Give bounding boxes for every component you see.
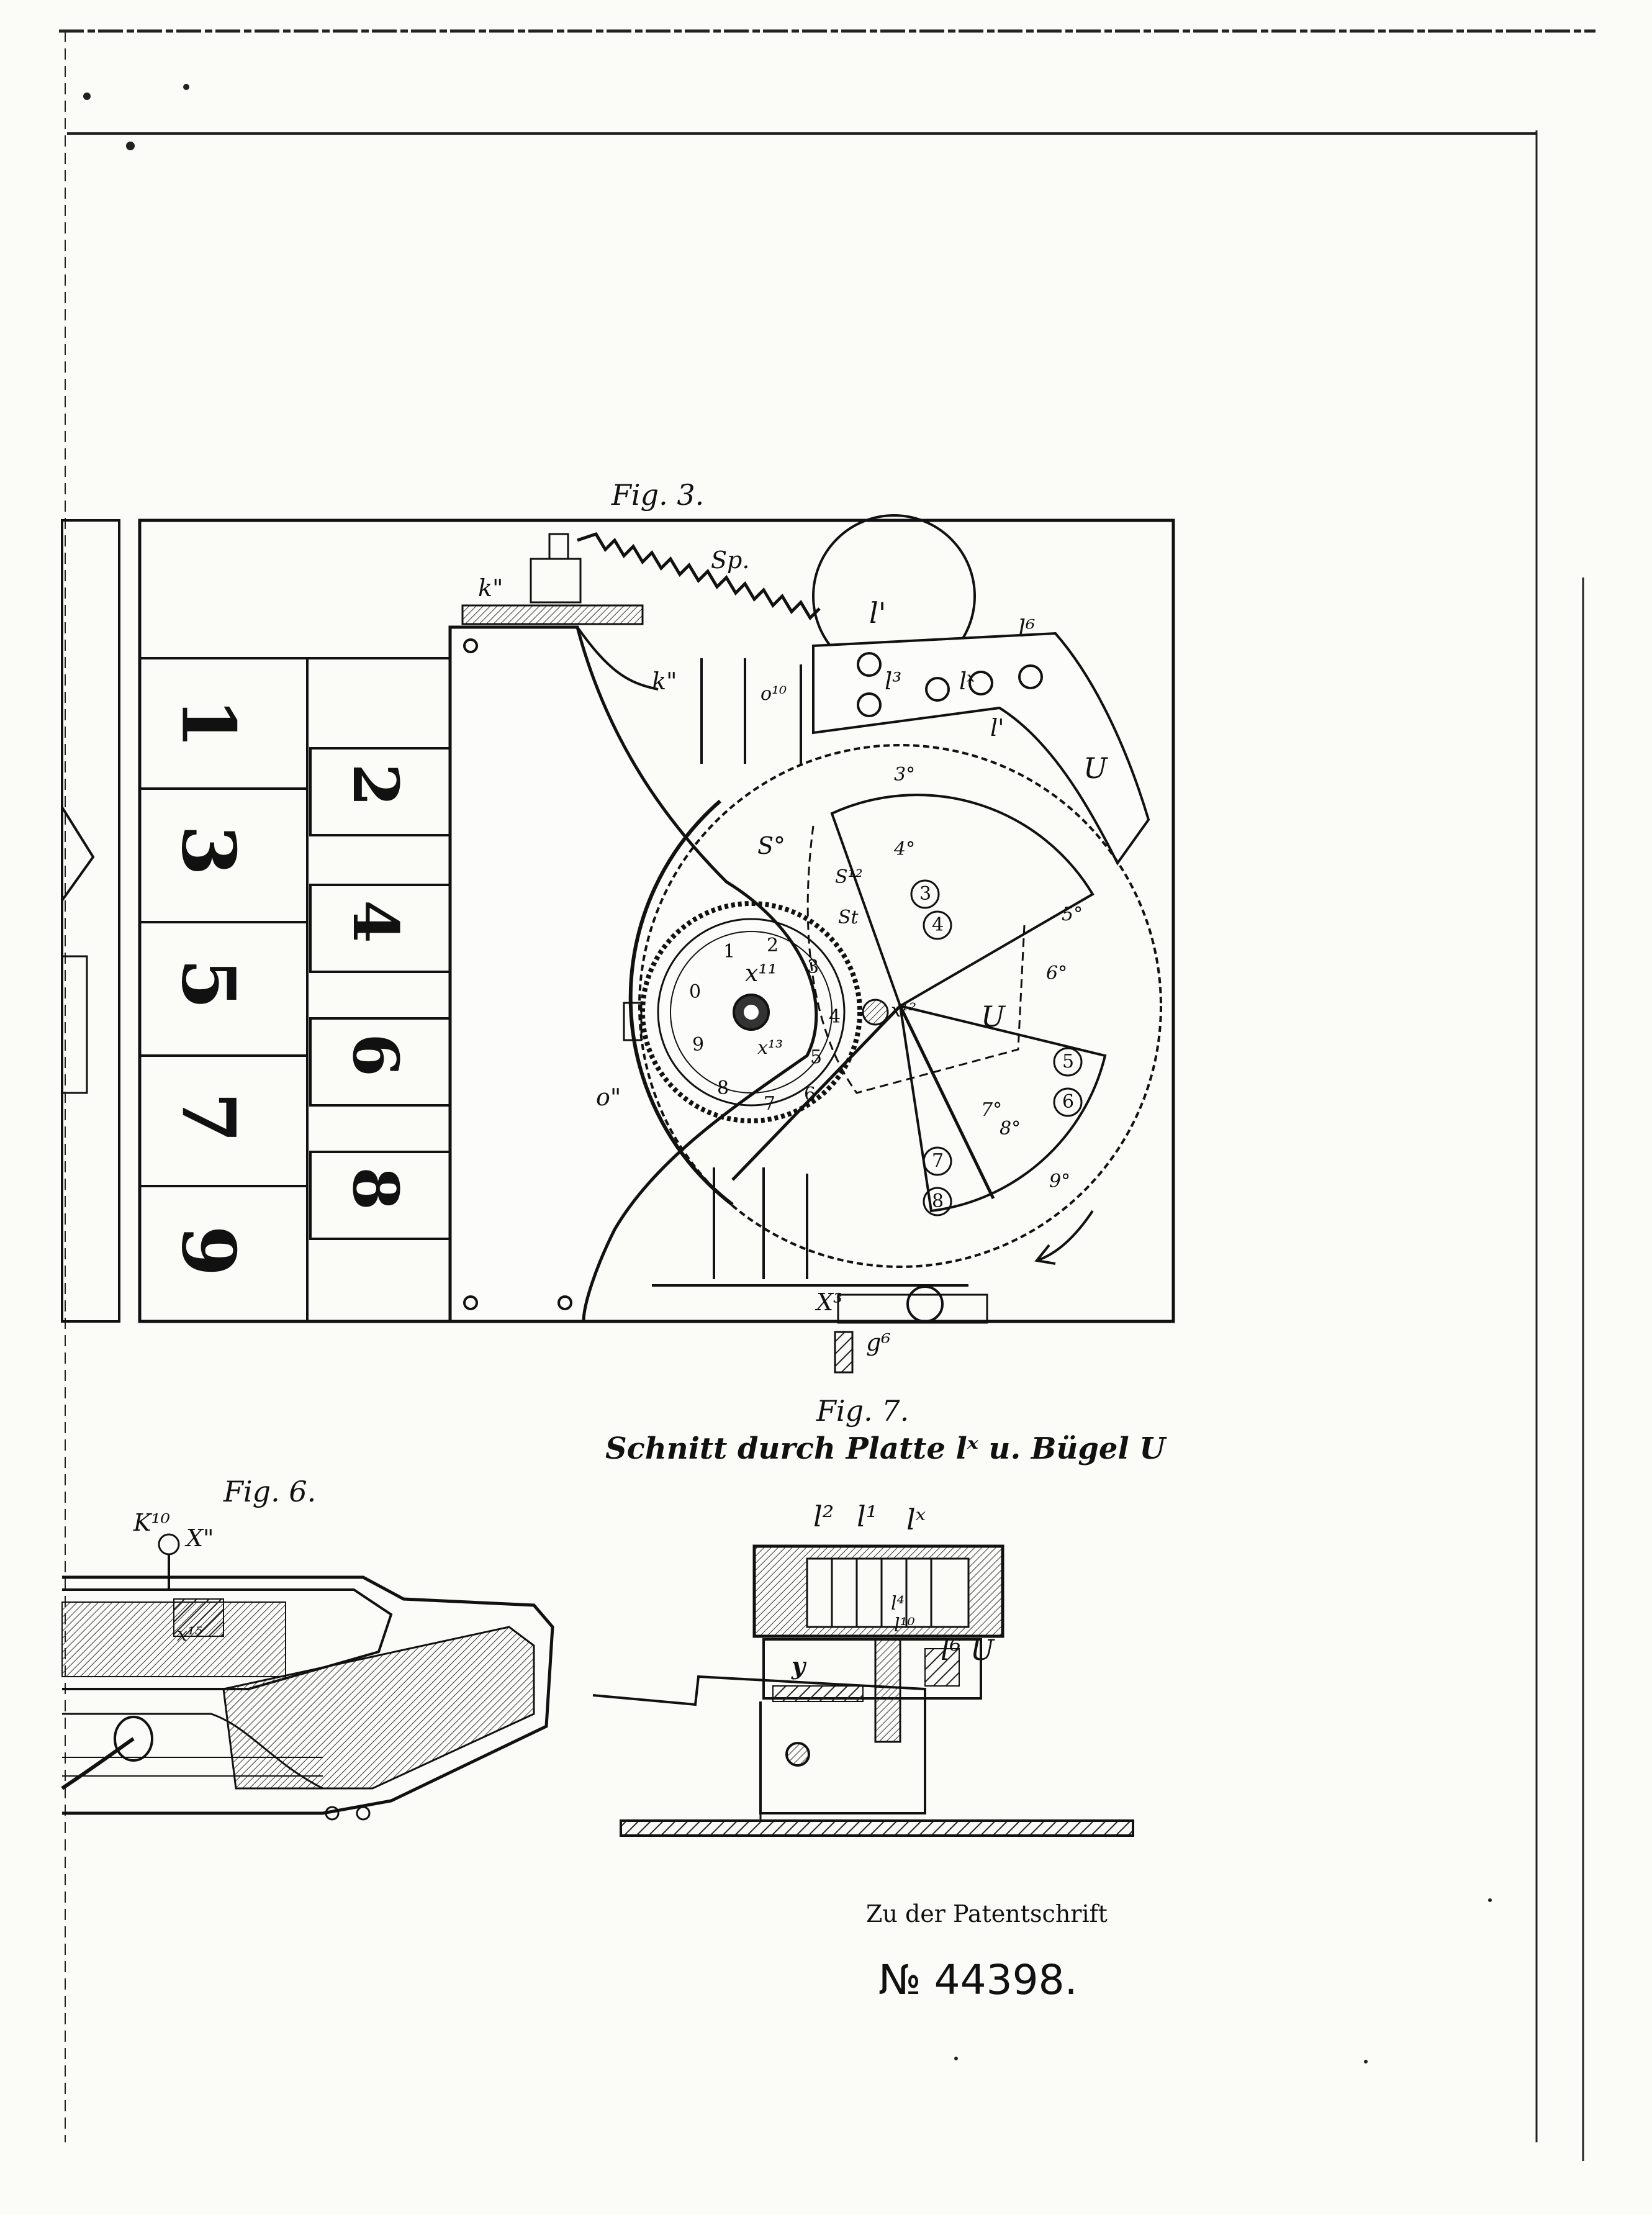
label-l2: l² [813,1500,834,1533]
fig7-title: Fig. 7. [816,1394,910,1428]
label-lx: lˣ [959,668,975,695]
wheel-digit-7: 7 [764,1093,776,1115]
label-l10: l¹⁰ [894,1615,915,1636]
label-st: St [838,907,859,928]
wheel-digit-5: 5 [810,1046,823,1068]
fig7-subtitle: Schnitt durch Platte lˣ u. Bügel U [605,1431,1166,1466]
label-s-circle: S° [757,832,786,859]
fig7-drawing [592,1544,1134,1837]
digit-7: 7 [165,1092,252,1143]
digit-3: 3 [165,825,252,876]
fig3-title: Fig. 3. [612,478,705,512]
label-lx-fig7: lˣ [906,1503,926,1536]
label-k2-mid: k" [652,668,677,695]
wheel-digit-2: 2 [767,935,779,956]
label-o2: o" [596,1084,621,1111]
digit-6: 6 [338,1033,412,1077]
label-4deg: 4° [894,838,916,860]
sheet-frame [59,29,1596,2161]
patent-caption: Zu der Patentschrift [866,1900,1108,1927]
label-5deg: 5° [1062,904,1083,925]
label-x11: x¹¹ [745,959,777,987]
label-9deg: 9° [1049,1171,1071,1192]
label-l1: l' [990,714,1004,741]
wheel-digit-9: 9 [692,1034,705,1056]
label-8deg: 8° [1000,1118,1021,1139]
label-g6: g⁶ [866,1329,891,1356]
wheel-digit-3: 3 [807,956,819,978]
wheel-digit-8: 8 [717,1077,729,1099]
label-l1-fig7: l¹ [857,1500,878,1533]
digit-5: 5 [165,958,252,1010]
wheel-digit-4: 4 [829,1006,841,1028]
label-x2: X" [186,1524,214,1552]
digit-2: 2 [338,763,412,807]
disc-digit-4: 4 [932,914,944,936]
patent-number: № 44398. [878,1956,1078,2004]
disc-digit-5: 5 [1062,1051,1075,1072]
digit-8: 8 [338,1167,412,1210]
label-l-top: l' [869,596,887,630]
label-spring: Sp. [711,546,750,574]
fig3-drawing [61,514,1175,1374]
label-x3: X³ [816,1289,843,1316]
digit-1: 1 [165,697,252,749]
label-l3: l³ [885,668,902,695]
disc-digit-7: 7 [932,1150,944,1172]
label-l6: l⁶ [1018,615,1036,642]
label-u-top: U [1083,751,1108,785]
label-7deg: 7° [981,1099,1003,1121]
disc-digit-8: 8 [932,1190,944,1212]
label-l6u: l⁶ U [941,1633,995,1667]
wheel-digit-1: 1 [723,941,736,963]
label-o10: o¹⁰ [761,683,787,705]
digit-9: 9 [165,1225,252,1277]
fig6-title: Fig. 6. [223,1475,317,1508]
disc-digit-3: 3 [919,883,932,905]
label-l4: l⁴ [891,1593,905,1615]
label-y: y [792,1652,806,1680]
label-6deg: 6° [1046,963,1068,984]
label-3deg: 3° [894,764,916,786]
label-u-mid: U [981,1000,1005,1033]
label-k10: K¹⁰ [133,1509,170,1536]
fig6-drawing [61,1533,554,1821]
wheel-digit-0: 0 [689,981,702,1003]
label-s12: S¹² [835,866,863,888]
digit-4: 4 [338,900,412,943]
disc-digit-6: 6 [1062,1091,1075,1113]
wheel-digit-6: 6 [804,1084,816,1105]
label-x13: x¹³ [757,1037,783,1059]
specks [83,84,1492,2063]
label-k2-top: k" [478,574,503,602]
label-x12: x¹² [891,1000,916,1021]
label-x15: x¹⁵ [177,1624,202,1646]
